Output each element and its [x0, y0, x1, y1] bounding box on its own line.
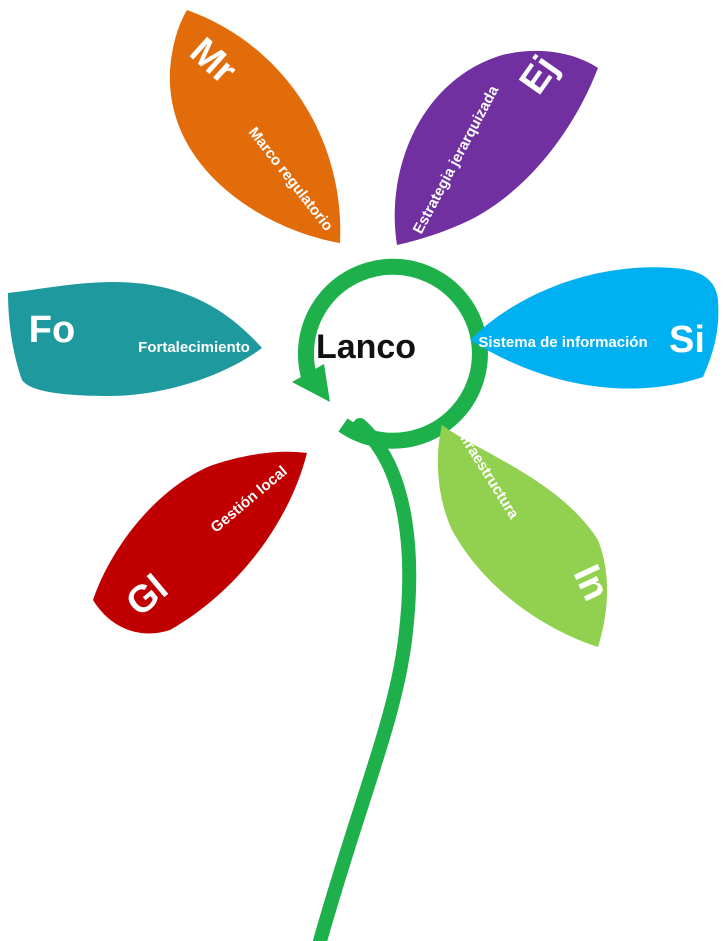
petal-shape: [8, 282, 262, 396]
petal-abbr: Fo: [29, 309, 75, 351]
petal-infraestructura: In Infraestructura: [437, 423, 617, 647]
petal-shape: [470, 267, 719, 389]
petal-shape: [169, 10, 341, 243]
petal-shape: [93, 451, 307, 634]
center-title: Lanco: [316, 328, 416, 366]
petal-fortalecimiento: Fo Fortalecimiento: [8, 282, 262, 396]
petal-estrategia-jerarquizada: Ej Estrategia jerarquizada: [394, 48, 598, 245]
petal-label: Sistema de información: [478, 334, 647, 351]
petal-marco-regulatorio: Mr Marco regulatorio: [169, 10, 341, 243]
stem: [313, 418, 417, 941]
petal-abbr: Si: [669, 319, 705, 361]
petal-gestion-local: Gl Gestión local: [93, 451, 307, 634]
center-ring: [297, 258, 488, 449]
cycle-arrowhead-icon: [292, 364, 330, 402]
center-cycle: Lanco: [292, 258, 488, 449]
petal-shape: [437, 425, 608, 647]
petal-shape: [394, 50, 598, 245]
petal-label: Fortalecimiento: [138, 339, 250, 356]
petal-sistema-de-informacion: Si Sistema de información: [470, 267, 719, 389]
